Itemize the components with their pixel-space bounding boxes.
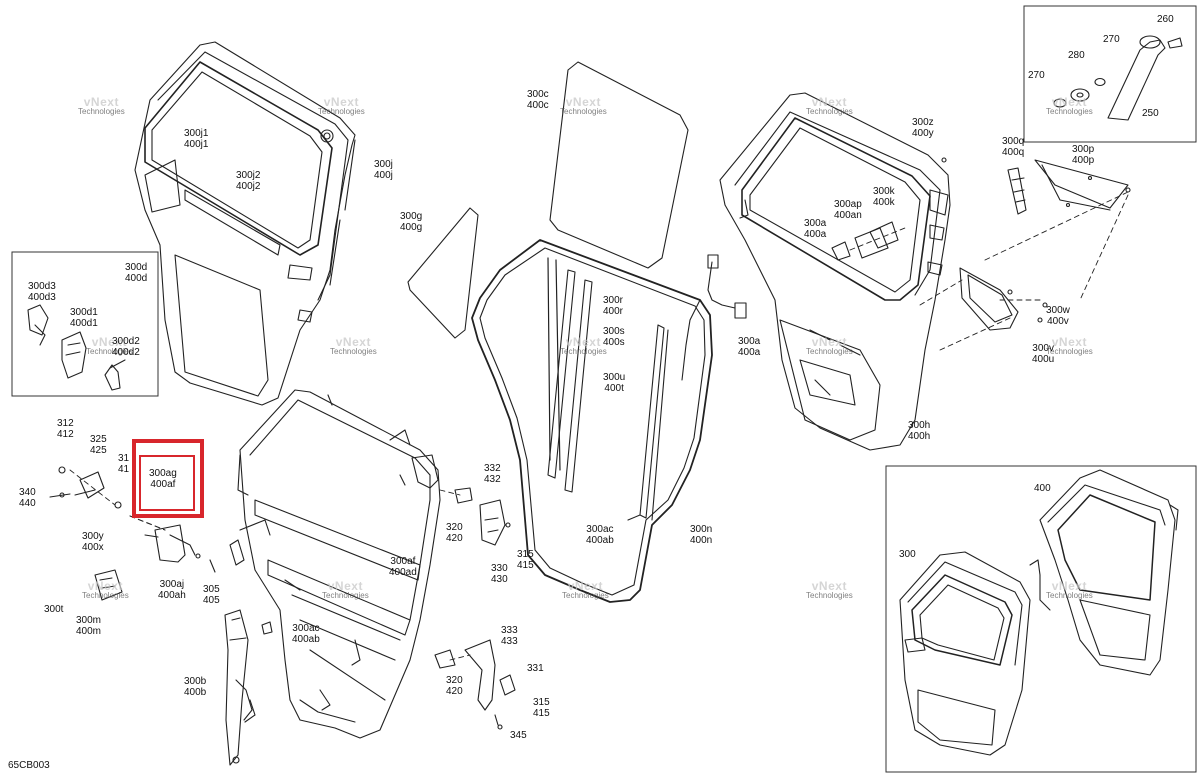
- callout-300d[interactable]: 300d 400d: [125, 262, 148, 284]
- callout-300ap[interactable]: 300ap 400an: [834, 199, 862, 221]
- glass-300c: [549, 61, 689, 269]
- callout-300j[interactable]: 300j 400j: [374, 159, 393, 181]
- callout-300h[interactable]: 300h 400h: [908, 420, 931, 442]
- window-regulator-300b: [224, 609, 273, 766]
- callout-331[interactable]: 331: [527, 663, 544, 674]
- callout-300p[interactable]: 300p 400p: [1072, 144, 1095, 166]
- callout-332[interactable]: 332 432: [484, 463, 501, 485]
- callout-300t[interactable]: 300t: [44, 604, 64, 615]
- door-panel-300h: [719, 92, 951, 451]
- callout-300c[interactable]: 300c 400c: [527, 89, 549, 111]
- callout-300g[interactable]: 300g 400g: [400, 211, 423, 233]
- callout-300k[interactable]: 300k 400k: [873, 186, 895, 208]
- glass-300g: [407, 207, 479, 339]
- callout-300r[interactable]: 300r 400r: [603, 295, 624, 317]
- callout-320-lower[interactable]: 320 420: [446, 675, 463, 697]
- callout-300[interactable]: 300: [899, 549, 916, 560]
- latch-components: [49, 466, 245, 601]
- callout-320-upper[interactable]: 320 420: [446, 522, 463, 544]
- callout-300ac-frame[interactable]: 300ac 400ab: [292, 623, 320, 645]
- inset-topright-parts: [1053, 35, 1183, 121]
- diagram-code: 65CB003: [8, 760, 50, 771]
- inset-frame-left: [11, 251, 159, 397]
- inset-frame-bottomright: [885, 465, 1197, 773]
- wiring-harness: [681, 254, 747, 381]
- callout-300v[interactable]: 300v 400u: [1032, 343, 1055, 365]
- window-seal-300n: [471, 239, 713, 603]
- handle-parts: [831, 157, 1131, 331]
- callout-250[interactable]: 250: [1142, 108, 1159, 119]
- callout-300m[interactable]: 300m 400m: [76, 615, 102, 637]
- callout-300aj[interactable]: 300aj 400ah: [158, 579, 186, 601]
- callout-400[interactable]: 400: [1034, 483, 1051, 494]
- callout-315-upper[interactable]: 315 415: [517, 549, 534, 571]
- door-panel-300j: [134, 41, 356, 406]
- callout-300q[interactable]: 300q 400q: [1002, 136, 1025, 158]
- callout-315-lower[interactable]: 315 415: [533, 697, 550, 719]
- callout-300d1[interactable]: 300d1 400d1: [70, 307, 98, 329]
- callout-300d3[interactable]: 300d3 400d3: [28, 281, 56, 303]
- callout-300af[interactable]: 300af 400ad: [389, 556, 417, 578]
- callout-305[interactable]: 305 405: [203, 584, 220, 606]
- callout-280[interactable]: 280: [1068, 50, 1085, 61]
- callout-300w[interactable]: 300w 400v: [1046, 305, 1070, 327]
- callout-270-lower[interactable]: 270: [1028, 70, 1045, 81]
- callout-300s[interactable]: 300s 400s: [603, 326, 625, 348]
- callout-300b[interactable]: 300b 400b: [184, 676, 207, 698]
- door-frame-300af: [237, 389, 441, 739]
- assembly-lines: [69, 191, 1129, 661]
- highlight-box-outer: [132, 439, 204, 518]
- callout-300d2[interactable]: 300d2 400d2: [112, 336, 140, 358]
- callout-300u[interactable]: 300u 400t: [603, 372, 626, 394]
- assembled-door-400: [1029, 469, 1179, 676]
- callout-330[interactable]: 330 430: [491, 563, 508, 585]
- callout-300y[interactable]: 300y 400x: [82, 531, 104, 553]
- callout-300a-harness[interactable]: 300a 400a: [738, 336, 761, 358]
- callout-340[interactable]: 340 440: [19, 487, 36, 509]
- callout-260[interactable]: 260: [1157, 14, 1174, 25]
- brackets-center: [434, 487, 516, 730]
- callout-300ag[interactable]: 300ag 400af: [149, 468, 177, 490]
- inset-frame-topright: [1023, 5, 1197, 143]
- callout-300a-handle[interactable]: 300a 400a: [804, 218, 827, 240]
- callout-300ac-seal[interactable]: 300ac 400ab: [586, 524, 614, 546]
- callout-270-upper[interactable]: 270: [1103, 34, 1120, 45]
- assembled-door-300: [899, 551, 1031, 756]
- inset-left-parts: [27, 304, 126, 391]
- callout-300j2[interactable]: 300j2 400j2: [236, 170, 261, 192]
- callout-345[interactable]: 345: [510, 730, 527, 741]
- callout-333[interactable]: 333 433: [501, 625, 518, 647]
- highlight-box-inner: [139, 455, 195, 511]
- callout-312[interactable]: 312 412: [57, 418, 74, 440]
- callout-300n[interactable]: 300n 400n: [690, 524, 713, 546]
- callout-31[interactable]: 31 41: [118, 453, 130, 475]
- callout-325[interactable]: 325 425: [90, 434, 107, 456]
- callout-300z[interactable]: 300z 400y: [912, 117, 934, 139]
- callout-300j1[interactable]: 300j1 400j1: [184, 128, 209, 150]
